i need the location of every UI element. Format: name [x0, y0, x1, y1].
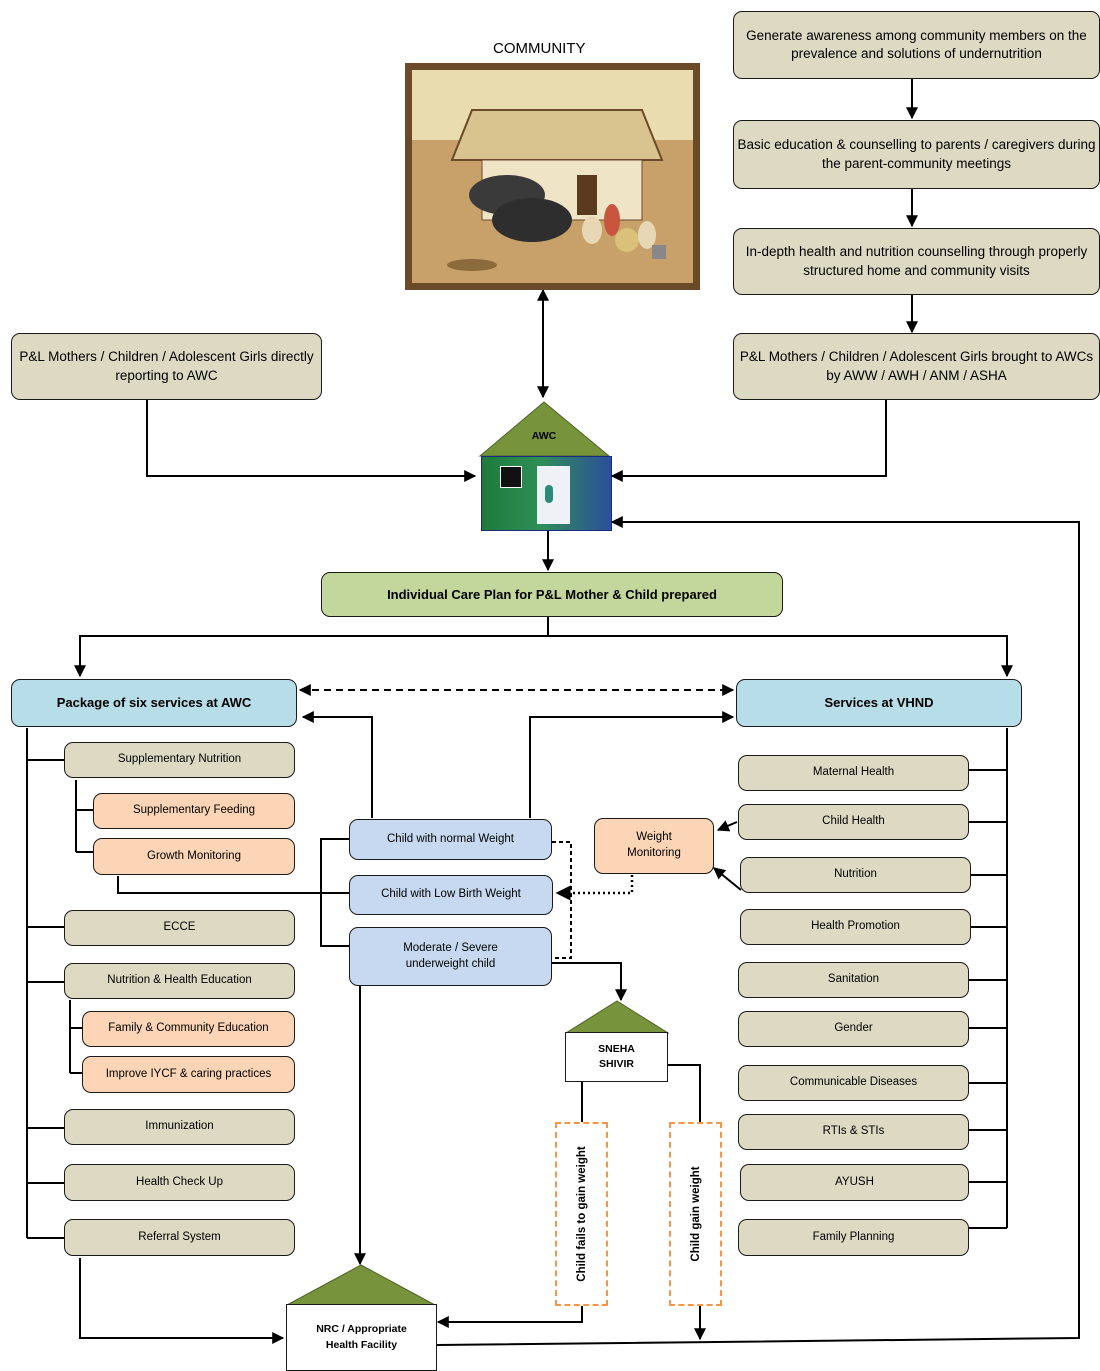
village-scene-image [412, 70, 693, 283]
awc-emblem-icon [500, 466, 522, 488]
child-low-birth-weight: Child with Low Birth Weight [349, 875, 553, 915]
care-plan-box: Individual Care Plan for P&L Mother & Ch… [321, 572, 783, 617]
weight-monitoring: Weight Monitoring [594, 818, 714, 874]
child-fails-to-gain-label: Child fails to gain weight [575, 1146, 588, 1282]
vhnd-item: Maternal Health [738, 755, 969, 791]
referral-system: Referral System [64, 1219, 295, 1256]
vhnd-item: AYUSH [740, 1164, 969, 1201]
child-gain-weight: Child gain weight [669, 1122, 722, 1306]
vhnd-item: Sanitation [738, 962, 969, 998]
direct-report-box: P&L Mothers / Children / Adolescent Girl… [11, 333, 322, 400]
awc-label: AWC [531, 430, 557, 442]
vhnd-item: Communicable Diseases [738, 1065, 969, 1101]
vhnd-item: Gender [738, 1011, 969, 1047]
community-painting [405, 63, 700, 290]
child-gain-weight-label: Child gain weight [689, 1166, 702, 1262]
vhnd-item: Child Health [738, 804, 969, 840]
community-title: COMMUNITY [493, 40, 586, 57]
ecce: ECCE [64, 910, 295, 946]
awareness-box: Generate awareness among community membe… [733, 11, 1100, 79]
nutrition-health-education: Nutrition & Health Education [64, 963, 295, 999]
vhnd-item: Health Promotion [740, 909, 971, 945]
supplementary-nutrition: Supplementary Nutrition [64, 742, 295, 778]
improve-iycf: Improve IYCF & caring practices [82, 1056, 295, 1093]
awc-package-title: Package of six services at AWC [11, 679, 297, 727]
child-normal-weight: Child with normal Weight [349, 819, 552, 860]
child-underweight: Moderate / Severe underweight child [349, 927, 552, 986]
vhnd-title: Services at VHND [736, 679, 1022, 727]
vhnd-item: RTIs & STIs [738, 1114, 969, 1150]
basic-education-box: Basic education & counselling to parents… [733, 120, 1100, 189]
awc-building [481, 456, 612, 531]
vhnd-item: Nutrition [740, 857, 971, 893]
health-check-up: Health Check Up [64, 1164, 295, 1201]
awc-logo-icon [545, 485, 553, 503]
sneha-roof [565, 1000, 669, 1034]
nrc-facility: NRC / Appropriate Health Facility [286, 1304, 437, 1371]
sneha-shivir: SNEHA SHIVIR [565, 1032, 668, 1082]
immunization: Immunization [64, 1109, 295, 1145]
nrc-roof [286, 1264, 436, 1306]
family-community-education: Family & Community Education [82, 1011, 295, 1047]
awc-door [537, 466, 570, 524]
child-fails-to-gain: Child fails to gain weight [555, 1122, 608, 1306]
brought-to-awc-box: P&L Mothers / Children / Adolescent Girl… [733, 333, 1100, 400]
in-depth-counselling-box: In-depth health and nutrition counsellin… [733, 228, 1100, 295]
growth-monitoring: Growth Monitoring [93, 838, 295, 875]
vhnd-item: Family Planning [738, 1219, 969, 1256]
supplementary-feeding: Supplementary Feeding [93, 793, 295, 829]
awc-roof [478, 401, 611, 457]
